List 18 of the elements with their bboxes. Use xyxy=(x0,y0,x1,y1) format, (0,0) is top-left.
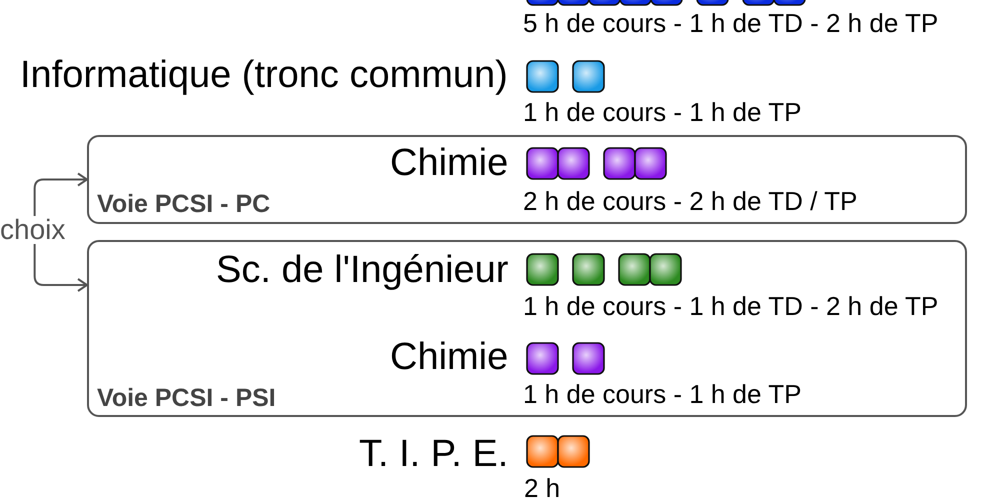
arrow xyxy=(34,172,88,216)
hours-breakdown: 1 h de cours - 1 h de TP xyxy=(523,99,802,125)
subject-name: T. I. P. E. xyxy=(359,435,508,473)
track-title: Voie PCSI - PC xyxy=(97,192,270,217)
subject-name: Sc. de l'Ingénieur xyxy=(216,251,508,289)
hours-breakdown: 1 h de cours - 1 h de TD - 2 h de TP xyxy=(523,293,938,319)
track-panel xyxy=(87,240,967,417)
hours-breakdown: 2 h xyxy=(524,475,560,500)
choice-label: choix xyxy=(0,216,66,244)
arrow xyxy=(34,244,88,292)
subject-name: Chimie xyxy=(390,338,508,376)
subject-name: Chimie xyxy=(390,144,508,182)
track-panel xyxy=(87,135,967,224)
hours-breakdown: 1 h de cours - 1 h de TP xyxy=(523,381,802,407)
hours-breakdown: 5 h de cours - 1 h de TD - 2 h de TP xyxy=(523,10,938,36)
subject-name: Informatique (tronc commun) xyxy=(20,56,508,94)
hours-breakdown: 2 h de cours - 2 h de TD / TP xyxy=(523,188,858,214)
track-title: Voie PCSI - PSI xyxy=(97,386,276,411)
